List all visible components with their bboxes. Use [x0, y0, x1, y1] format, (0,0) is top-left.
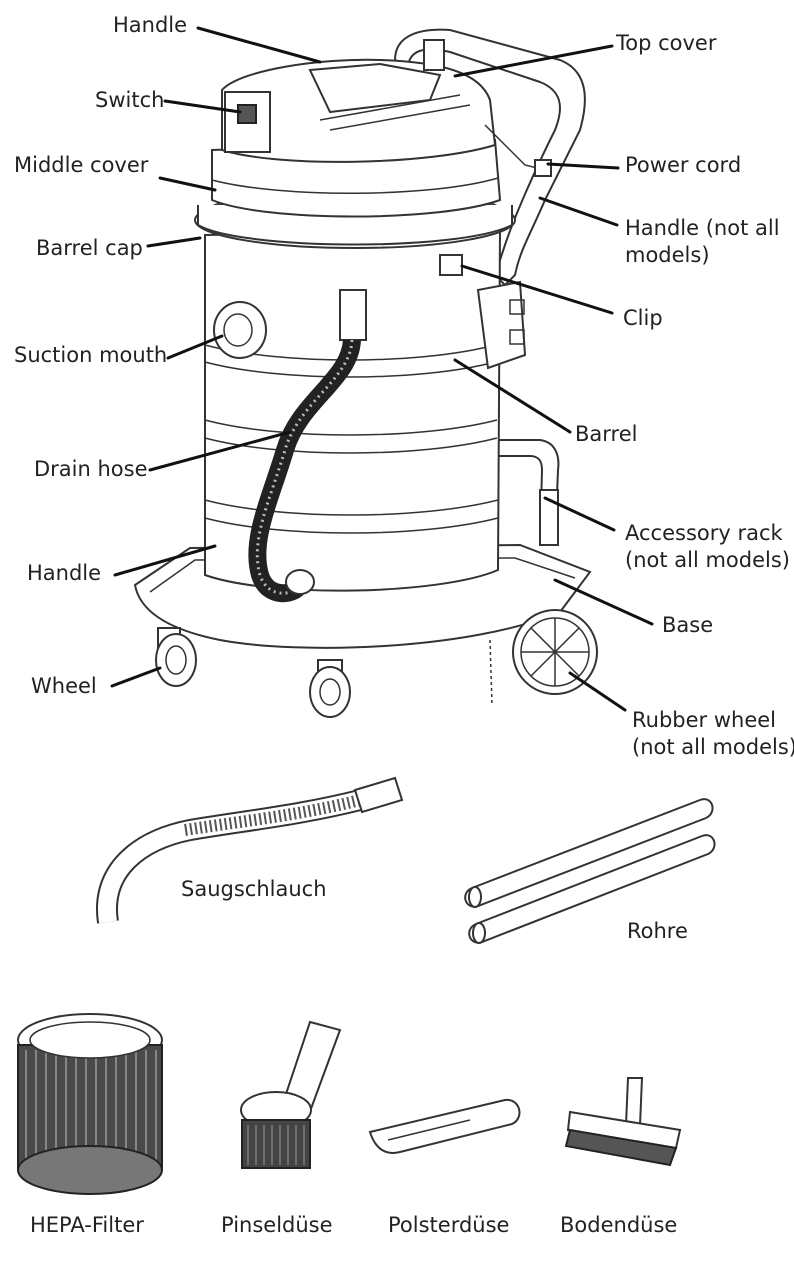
label-hepa-filter: HEPA-Filter [30, 1213, 144, 1237]
rubber-wheel [512, 609, 598, 695]
accessory-rack [494, 439, 560, 546]
label-power-cord: Power cord [625, 153, 742, 177]
rohre-illustration [464, 798, 716, 944]
label-pinselduese: Pinseldüse [221, 1213, 333, 1237]
barrel [204, 228, 502, 592]
wheel-front-left [155, 627, 197, 687]
pinselduese-illustration [240, 1020, 342, 1169]
label-top-cover: Top cover [616, 31, 717, 55]
label-accessory-rack-line1: Accessory rack [625, 521, 783, 545]
label-rubber-wheel-line2: (not all models) [632, 735, 794, 759]
label-drain-hose: Drain hose [34, 457, 148, 481]
hepa-filter-illustration [17, 1013, 163, 1195]
callout-lines [110, 26, 654, 712]
label-bodenduese: Bodendüse [560, 1213, 678, 1237]
wheel-front-center [309, 659, 351, 718]
label-wheel: Wheel [31, 674, 97, 698]
label-barrel-cap: Barrel cap [36, 236, 143, 260]
suction-mouth-part [213, 301, 267, 359]
polsterduese-illustration [368, 1098, 521, 1154]
switch-part [224, 91, 271, 153]
label-base: Base [662, 613, 714, 637]
saugschlauch-illustration [96, 776, 404, 924]
label-rubber-wheel-line1: Rubber wheel [632, 708, 777, 732]
label-accessory-rack-line2: (not all models) [625, 548, 790, 572]
bodenduese-illustration [564, 1077, 682, 1167]
label-handle-not-all-line1: Handle (not all [625, 216, 780, 240]
label-middle-cover: Middle cover [14, 153, 149, 177]
label-barrel: Barrel [575, 422, 638, 446]
label-clip: Clip [623, 306, 663, 330]
drain-hose-part [248, 289, 367, 603]
clip-part [439, 254, 527, 370]
label-saugschlauch: Saugschlauch [181, 877, 327, 901]
label-handle-lower: Handle [27, 561, 102, 585]
label-suction-mouth: Suction mouth [14, 343, 168, 367]
label-rohre: Rohre [627, 919, 688, 943]
label-polsterduese: Polsterdüse [388, 1213, 510, 1237]
label-switch: Switch [95, 88, 165, 112]
label-handle-not-all-line2: models) [625, 243, 710, 267]
label-handle-top: Handle [113, 13, 188, 37]
top-cover [221, 39, 497, 163]
